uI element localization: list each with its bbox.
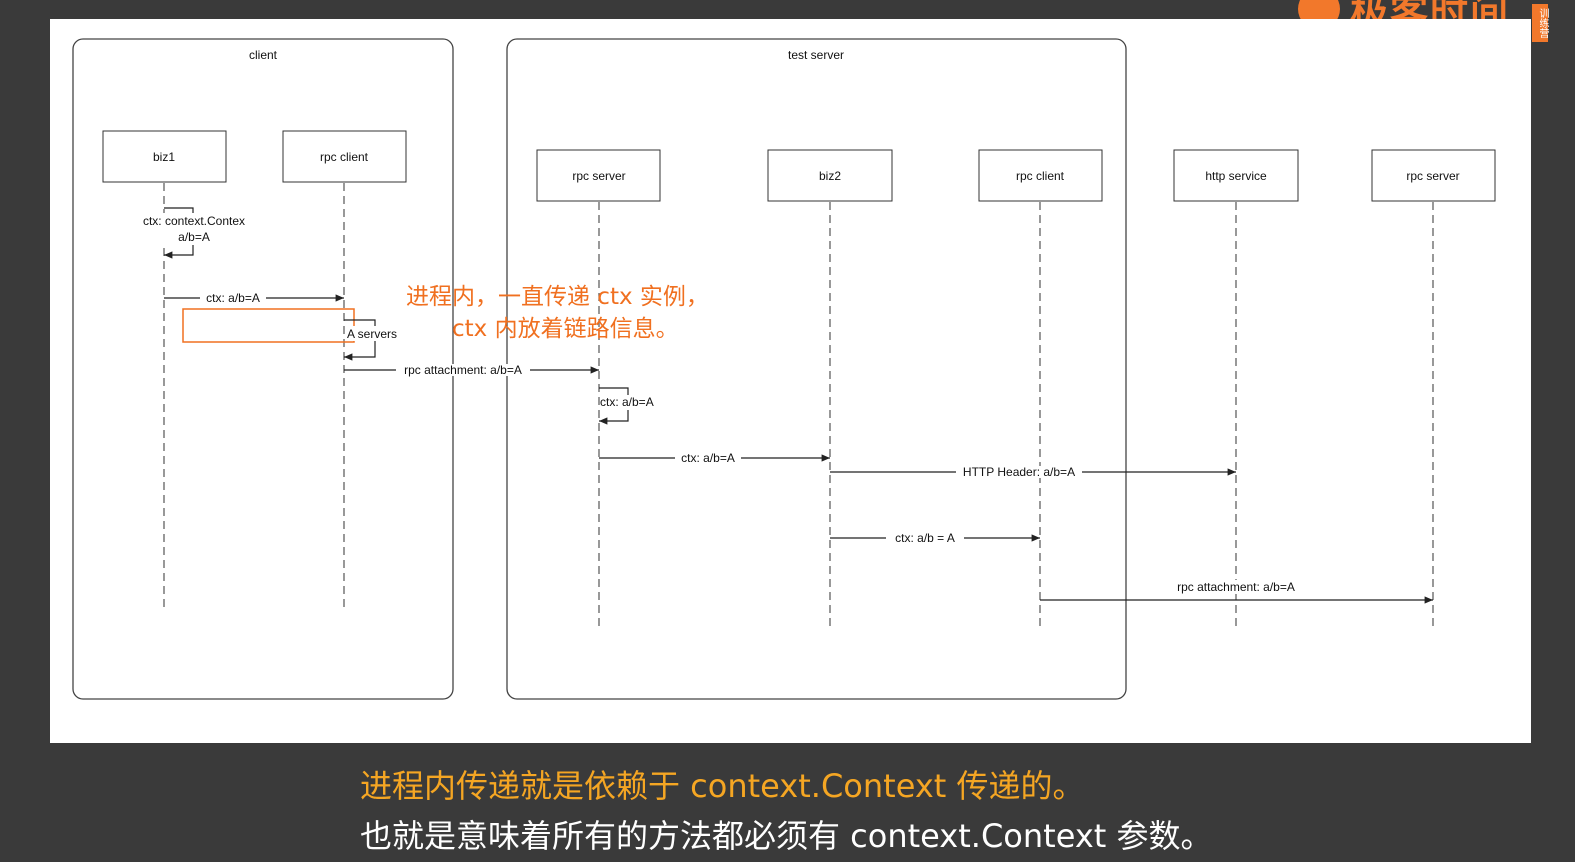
highlight-box xyxy=(182,308,355,343)
participant-rpc-server-1-label: rpc server xyxy=(572,169,625,183)
frame-test-server xyxy=(506,38,1127,700)
participant-rpc-server-2-label: rpc server xyxy=(1406,169,1459,183)
message-label-ctx-context: ctx: context.Contex xyxy=(143,214,245,228)
annotation-line-2: ctx 内放着链路信息。 xyxy=(452,316,679,342)
participant-http-service xyxy=(1173,149,1299,202)
message-label-rpc-attachment-1: rpc attachment: a/b=A xyxy=(404,363,522,377)
participant-rpc-server-1 xyxy=(536,149,661,202)
sequence-diagram: client test server biz1 rpc client rpc s… xyxy=(72,38,1496,700)
caption-line-2: 也就是意味着所有的方法都必须有 context.Context 参数。 xyxy=(360,817,1213,855)
message-label-rpc-attachment-2: rpc attachment: a/b=A xyxy=(1177,580,1295,594)
message-label-ctx-1: ctx: a/b=A xyxy=(206,291,260,305)
message-label-ctx-4: ctx: a/b = A xyxy=(895,531,955,545)
participant-biz2-label: biz2 xyxy=(819,169,841,183)
participant-rpc-client-2 xyxy=(978,149,1103,202)
participant-rpc-client-1-label: rpc client xyxy=(320,150,369,164)
participant-biz1 xyxy=(102,130,227,183)
participant-rpc-client-1 xyxy=(282,130,407,183)
participant-biz1-label: biz1 xyxy=(153,150,175,164)
annotation-line-1: 进程内，一直传递 ctx 实例， xyxy=(406,284,709,310)
frame-client-label: client xyxy=(249,48,278,62)
participant-http-service-label: http service xyxy=(1205,169,1267,183)
caption-line-1: 进程内传递就是依赖于 context.Context 传递的。 xyxy=(360,767,1085,805)
participant-rpc-client-2-label: rpc client xyxy=(1016,169,1065,183)
message-label-ctx-2: ctx: a/b=A xyxy=(600,395,654,409)
message-label-ctx-3: ctx: a/b=A xyxy=(681,451,735,465)
participant-biz2 xyxy=(767,149,893,202)
brand-badge: 训练营 xyxy=(1532,4,1548,42)
frame-test-server-label: test server xyxy=(788,48,844,62)
message-label-ab-a: a/b=A xyxy=(178,230,210,244)
message-label-a-servers: A servers xyxy=(347,327,397,341)
message-label-http-header: HTTP Header: a/b=A xyxy=(963,465,1075,479)
participant-rpc-server-2 xyxy=(1371,149,1496,202)
slide-canvas: client test server biz1 rpc client rpc s… xyxy=(50,19,1531,743)
